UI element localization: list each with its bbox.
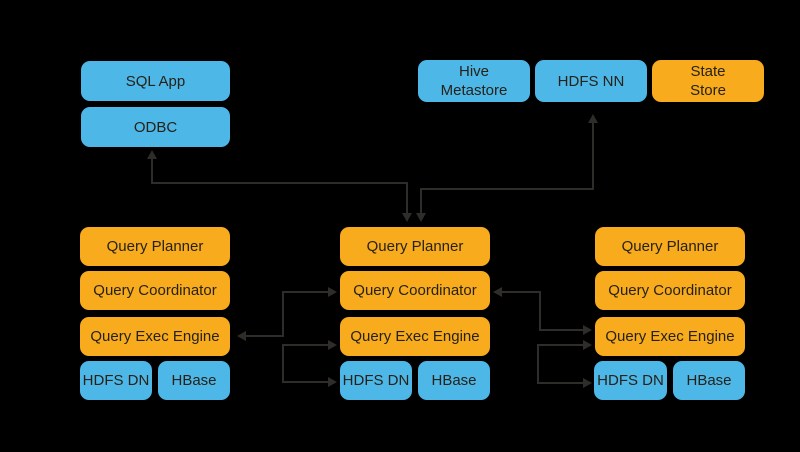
arrowhead-up-into-hdfs-nn — [588, 114, 598, 123]
edge-left-exec-engine-to-middle-coordinator — [237, 287, 337, 341]
node-odbc: ODBC — [81, 107, 230, 147]
arrowhead-left-into-middle-coordinator — [493, 287, 502, 297]
node-state-store: State Store — [652, 60, 764, 102]
edge-bracket-into-right-exec-and-dn — [537, 340, 592, 388]
node-middle-hbase: HBase — [418, 361, 490, 400]
arrowhead-right-into-right-exec-engine — [583, 340, 592, 350]
arrowhead-right-into-middle-hdfs-dn — [328, 377, 337, 387]
edge-middle-query-planner-to-hdfs-nn — [416, 114, 598, 222]
arrowhead-right-into-middle-coordinator — [328, 287, 337, 297]
arrowhead-down-into-middle-query-planner — [416, 213, 426, 222]
node-sql-app: SQL App — [81, 61, 230, 101]
arrowhead-up-into-odbc — [147, 150, 157, 159]
edge-middle-coordinator-to-right-exec-engine — [493, 287, 592, 335]
node-left-query-planner: Query Planner — [80, 227, 230, 266]
node-middle-hdfs-dn: HDFS DN — [340, 361, 412, 400]
arrowhead-right-into-right-hdfs-dn — [583, 378, 592, 388]
arrowhead-right-into-middle-exec-engine — [328, 340, 337, 350]
node-middle-query-planner: Query Planner — [340, 227, 490, 266]
arrowhead-left-into-left-exec-engine — [237, 331, 246, 341]
node-left-query-exec-engine: Query Exec Engine — [80, 317, 230, 356]
node-left-hbase: HBase — [158, 361, 230, 400]
node-left-hdfs-dn: HDFS DN — [80, 361, 152, 400]
node-right-hbase: HBase — [673, 361, 745, 400]
edge-bracket-into-middle-exec-and-dn — [282, 340, 337, 387]
node-right-query-coordinator: Query Coordinator — [595, 271, 745, 310]
node-middle-query-exec-engine: Query Exec Engine — [340, 317, 490, 356]
node-right-hdfs-dn: HDFS DN — [594, 361, 667, 400]
arrowhead-down-into-middle-query-planner — [402, 213, 412, 222]
edge-odbc-to-middle-query-planner — [147, 150, 412, 222]
node-hive-metastore: Hive Metastore — [418, 60, 530, 102]
node-right-query-planner: Query Planner — [595, 227, 745, 266]
node-right-query-exec-engine: Query Exec Engine — [595, 317, 745, 356]
node-left-query-coordinator: Query Coordinator — [80, 271, 230, 310]
node-middle-query-coordinator: Query Coordinator — [340, 271, 490, 310]
arrowhead-right-into-right-exec-engine — [583, 325, 592, 335]
node-hdfs-nn: HDFS NN — [535, 60, 647, 102]
